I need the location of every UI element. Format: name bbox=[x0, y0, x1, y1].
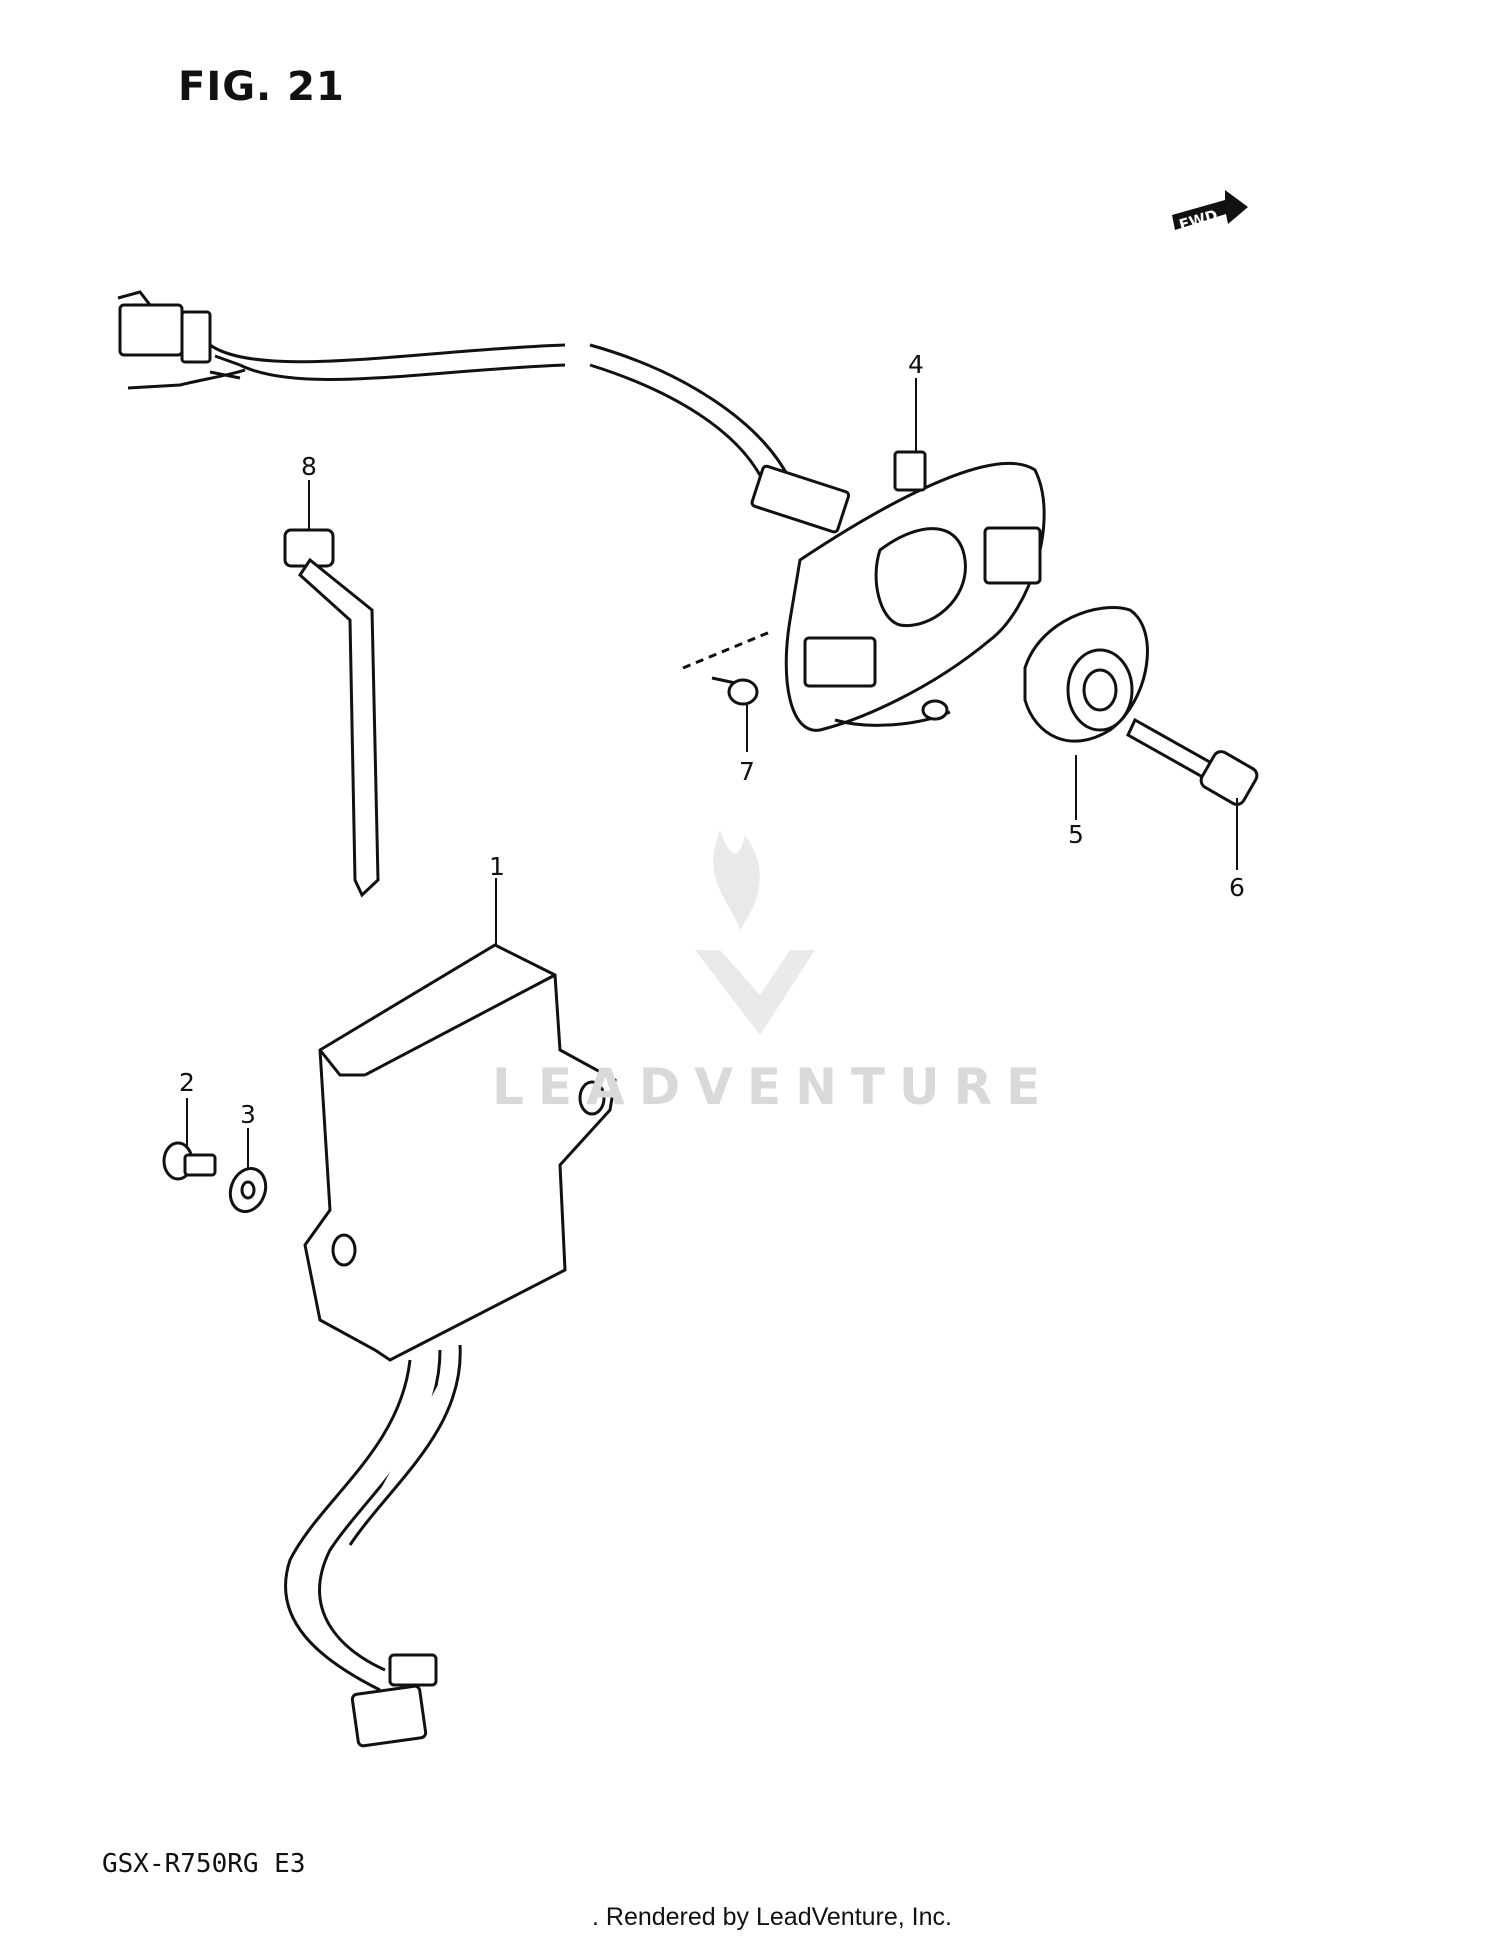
igniter-unit bbox=[284, 943, 617, 1748]
callout-6: 6 bbox=[1229, 873, 1245, 902]
forward-arrow-icon: FWD bbox=[1172, 190, 1248, 234]
callout-2: 2 bbox=[179, 1068, 195, 1097]
rotor-bolt bbox=[1126, 717, 1259, 806]
cable-tie bbox=[283, 528, 380, 898]
figure-title: FIG. 21 bbox=[178, 64, 345, 110]
callout-5: 5 bbox=[1068, 820, 1084, 849]
signal-rotor bbox=[1023, 606, 1149, 743]
plate-screw bbox=[682, 630, 771, 706]
callout-4: 4 bbox=[908, 350, 924, 379]
signal-generator-plate bbox=[784, 450, 1046, 732]
washer bbox=[228, 1167, 268, 1213]
callout-7: 7 bbox=[739, 757, 755, 786]
pickup-harness bbox=[117, 290, 851, 534]
watermark-logo-icon bbox=[695, 830, 815, 1035]
callout-8: 8 bbox=[301, 452, 317, 481]
callout-leaders bbox=[186, 378, 1238, 1168]
callout-1: 1 bbox=[489, 852, 505, 881]
watermark-text: LEADVENTURE bbox=[492, 1058, 1055, 1116]
fwd-label: FWD bbox=[1177, 206, 1220, 234]
render-credit: . Rendered by LeadVenture, Inc. bbox=[592, 1903, 952, 1931]
model-code: GSX-R750RG E3 bbox=[102, 1849, 306, 1879]
mounting-bolt bbox=[162, 1141, 217, 1181]
callout-3: 3 bbox=[240, 1100, 256, 1129]
